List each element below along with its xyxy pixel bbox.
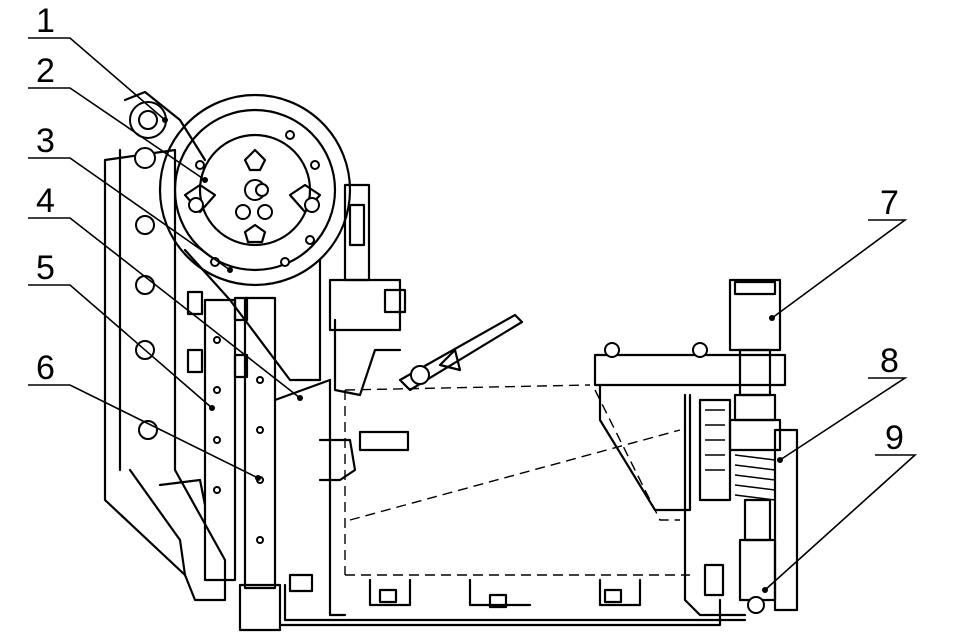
callout-3: 3 [36, 122, 55, 160]
dashed-frame [344, 384, 690, 576]
base-frame [238, 378, 747, 632]
leader-lines [28, 37, 918, 593]
left-arm [103, 90, 227, 602]
rotary-head [158, 93, 352, 382]
callout-4: 4 [36, 182, 55, 220]
callout-7: 7 [880, 184, 899, 222]
callout-1: 1 [36, 2, 55, 40]
callout-9: 9 [885, 419, 904, 457]
callout-8: 8 [880, 342, 899, 380]
right-mechanism [593, 278, 799, 617]
central-block [318, 183, 524, 482]
callout-labels: 1 2 3 4 5 6 7 8 9 [36, 2, 904, 457]
vertical-columns [158, 290, 332, 590]
callout-5: 5 [36, 249, 55, 287]
callout-2: 2 [36, 52, 55, 90]
callout-6: 6 [36, 349, 55, 387]
